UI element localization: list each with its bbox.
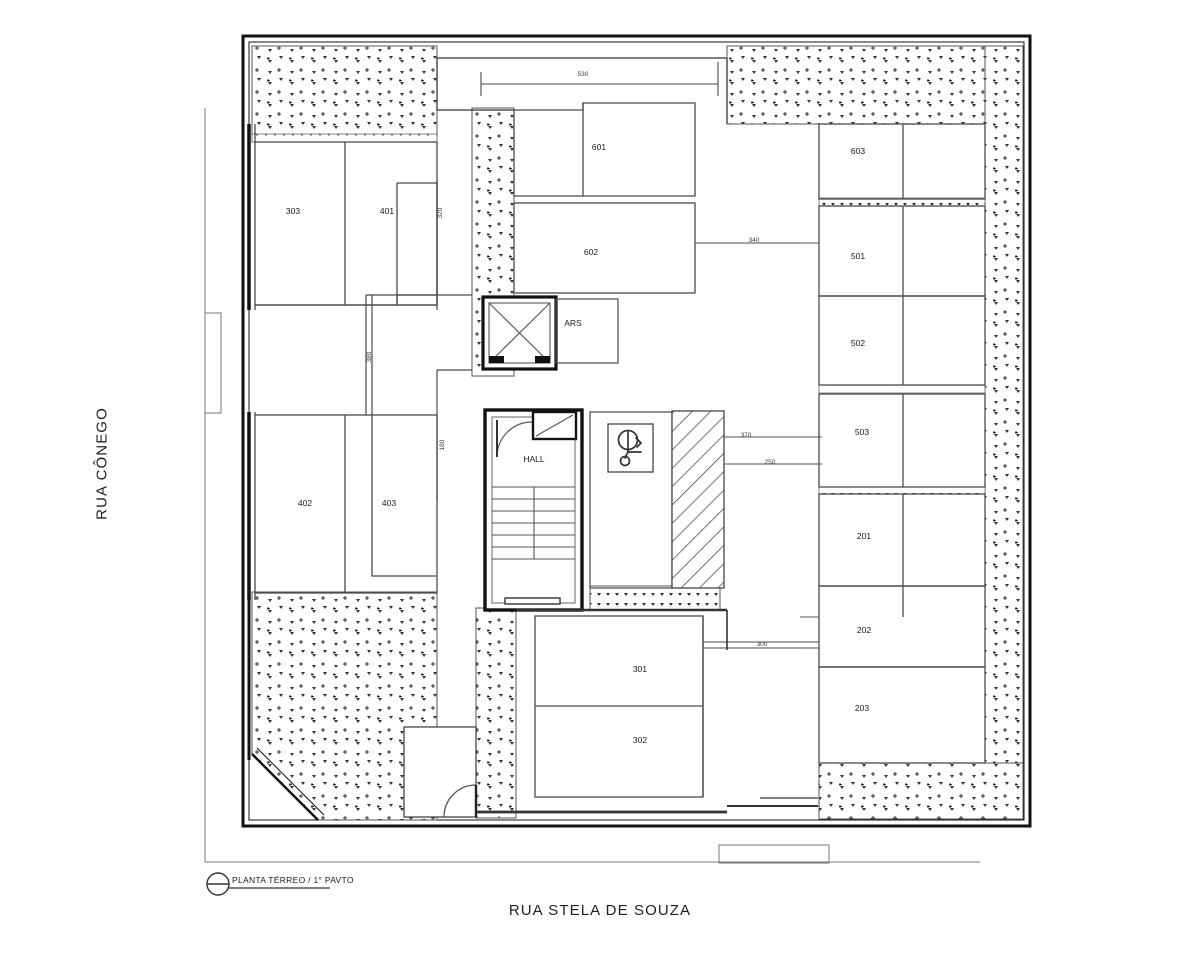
dimension-label-layer: 530 340 370 250 300 320 380 180 — [366, 71, 776, 648]
section-marker — [206, 872, 330, 896]
dimension-label-180: 180 — [439, 439, 446, 450]
room-label-603: 603 — [851, 146, 865, 156]
room-label-602: 602 — [584, 247, 598, 257]
room-label-202: 202 — [857, 625, 871, 635]
chamfer-corner — [251, 747, 325, 821]
room-group-central-upper — [480, 62, 800, 294]
room-label-203: 203 — [855, 703, 869, 713]
dimension-label-340: 340 — [749, 237, 760, 244]
room-label-ars: ARS — [564, 318, 582, 328]
right-column-links — [727, 123, 819, 649]
room-group-central-lower — [534, 615, 819, 798]
street-label-left: RUA CÔNEGO — [93, 407, 111, 520]
left-connectors — [255, 180, 472, 500]
street-label-bottom: RUA STELA DE SOUZA — [508, 902, 692, 919]
room-label-201: 201 — [857, 531, 871, 541]
room-group-lower-left — [254, 414, 438, 594]
room-label-501: 501 — [851, 251, 865, 261]
entry-door — [403, 726, 478, 818]
dimension-label-250: 250 — [765, 459, 776, 466]
terrain-hatch-areas — [251, 45, 1024, 821]
room-label-601: 601 — [592, 142, 606, 152]
room-label-502: 502 — [851, 338, 865, 348]
central-lower-walls — [476, 608, 818, 814]
dimension-label-530: 530 — [578, 71, 589, 78]
dimension-label-320: 320 — [437, 207, 444, 218]
title-block-label: PLANTA TÉRREO / 1° PAVTO — [232, 875, 354, 885]
room-label-301: 301 — [633, 664, 647, 674]
room-label-401: 401 — [380, 206, 394, 216]
dimension-label-380: 380 — [366, 351, 373, 362]
hall-stair-core — [483, 408, 584, 612]
dimension-label-300: 300 — [757, 641, 768, 648]
room-label-302: 302 — [633, 735, 647, 745]
room-label-402: 402 — [298, 498, 312, 508]
site-leader-lines — [204, 108, 980, 864]
accessibility-symbol — [607, 423, 654, 473]
room-ars-outline — [555, 298, 619, 364]
elevator-shaft — [481, 295, 558, 371]
room-label-hall: HALL — [523, 454, 545, 464]
core-top-wall — [436, 57, 728, 124]
room-label-303: 303 — [286, 206, 300, 216]
room-label-503: 503 — [855, 427, 869, 437]
room-label-403: 403 — [382, 498, 396, 508]
dimension-label-370: 370 — [741, 432, 752, 439]
room-label-layer: 303 401 402 403 601 602 603 501 502 503 201 202 203 3… — [286, 142, 871, 745]
ramp-area — [671, 410, 822, 589]
room-group-right — [818, 123, 986, 764]
